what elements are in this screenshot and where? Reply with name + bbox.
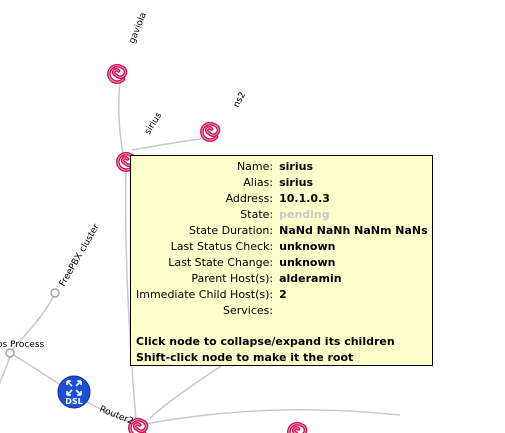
node-process[interactable] bbox=[5, 348, 15, 358]
link-freepbx-process bbox=[9, 292, 56, 353]
info-key: Last State Change: bbox=[168, 256, 274, 269]
link-router-offscreen-right bbox=[139, 409, 401, 426]
link-sirius-router bbox=[124, 169, 137, 421]
info-value: sirius bbox=[279, 176, 314, 189]
info-row-state: State: pending bbox=[136, 207, 428, 223]
debian-swirl-icon bbox=[107, 63, 128, 84]
info-row-last-change: Last State Change: unknown bbox=[136, 255, 428, 271]
hint-make-root: Shift-click node to make it the root bbox=[136, 351, 354, 364]
node-label-gaviola: gaviola bbox=[128, 11, 149, 45]
node-gaviola[interactable] bbox=[107, 63, 128, 84]
link-sirius-ns2 bbox=[131, 137, 209, 151]
link-sirius-gaviola bbox=[118, 81, 125, 159]
info-row-alias: Alias: sirius bbox=[136, 175, 428, 191]
hint-collapse: Click node to collapse/expand its childr… bbox=[136, 335, 395, 348]
info-key: Immediate Child Host(s): bbox=[136, 288, 274, 301]
debian-swirl-icon bbox=[287, 421, 308, 433]
info-key: Last Status Check: bbox=[170, 240, 274, 253]
info-value: unknown bbox=[279, 240, 336, 253]
node-freepbx[interactable] bbox=[50, 288, 60, 298]
dsl-badge-text: DSL bbox=[65, 397, 83, 406]
info-key: Parent Host(s): bbox=[191, 272, 274, 285]
debian-swirl-icon bbox=[200, 121, 221, 142]
info-row-services: Services: bbox=[136, 303, 428, 319]
info-key: Alias: bbox=[243, 176, 274, 189]
info-row-parent: Parent Host(s): alderamin bbox=[136, 271, 428, 287]
node-label-freepbx: FreePBX cluster bbox=[58, 222, 102, 288]
tooltip-hints: Click node to collapse/expand its childr… bbox=[136, 334, 428, 366]
link-tooltip-offscreen bbox=[149, 359, 231, 419]
node-label-process: os Process bbox=[0, 340, 45, 350]
dsl-router-icon bbox=[57, 375, 91, 409]
arrows-icon bbox=[66, 380, 82, 396]
info-row-last-check: Last Status Check: unknown bbox=[136, 239, 428, 255]
state-badge: pending bbox=[279, 208, 330, 221]
info-key: State: bbox=[240, 208, 274, 221]
host-info-tooltip: Name: sirius Alias: sirius Address: 10.1… bbox=[130, 155, 433, 366]
info-key: Name: bbox=[236, 160, 274, 173]
host-dot-icon bbox=[5, 348, 15, 358]
info-key: Address: bbox=[225, 192, 274, 205]
host-dot-icon bbox=[50, 288, 60, 298]
node-label-ns2: ns2 bbox=[232, 90, 248, 109]
info-row-name: Name: sirius bbox=[136, 159, 428, 175]
info-row-state-duration: State Duration: NaNd NaNh NaNm NaNs bbox=[136, 223, 428, 239]
info-value: alderamin bbox=[279, 272, 342, 285]
info-value: NaNd NaNh NaNm NaNs bbox=[279, 224, 428, 237]
info-value: 10.1.0.3 bbox=[279, 192, 330, 205]
node-label-sirius: sirius bbox=[143, 111, 164, 137]
host-info-table: Name: sirius Alias: sirius Address: 10.1… bbox=[136, 159, 428, 319]
link-process-offscreen bbox=[0, 355, 11, 385]
info-row-address: Address: 10.1.0.3 bbox=[136, 191, 428, 207]
info-value bbox=[279, 303, 428, 319]
info-value: 2 bbox=[279, 288, 287, 301]
node-label-router: Router2 bbox=[98, 405, 135, 428]
info-row-children: Immediate Child Host(s): 2 bbox=[136, 287, 428, 303]
info-value: sirius bbox=[279, 160, 314, 173]
node-ns2[interactable] bbox=[200, 121, 221, 142]
info-key: Services: bbox=[223, 304, 274, 317]
info-key: State Duration: bbox=[189, 224, 274, 237]
node-bottom-host[interactable] bbox=[287, 421, 308, 433]
info-value: unknown bbox=[279, 256, 336, 269]
node-dsl[interactable]: DSL bbox=[57, 375, 91, 409]
